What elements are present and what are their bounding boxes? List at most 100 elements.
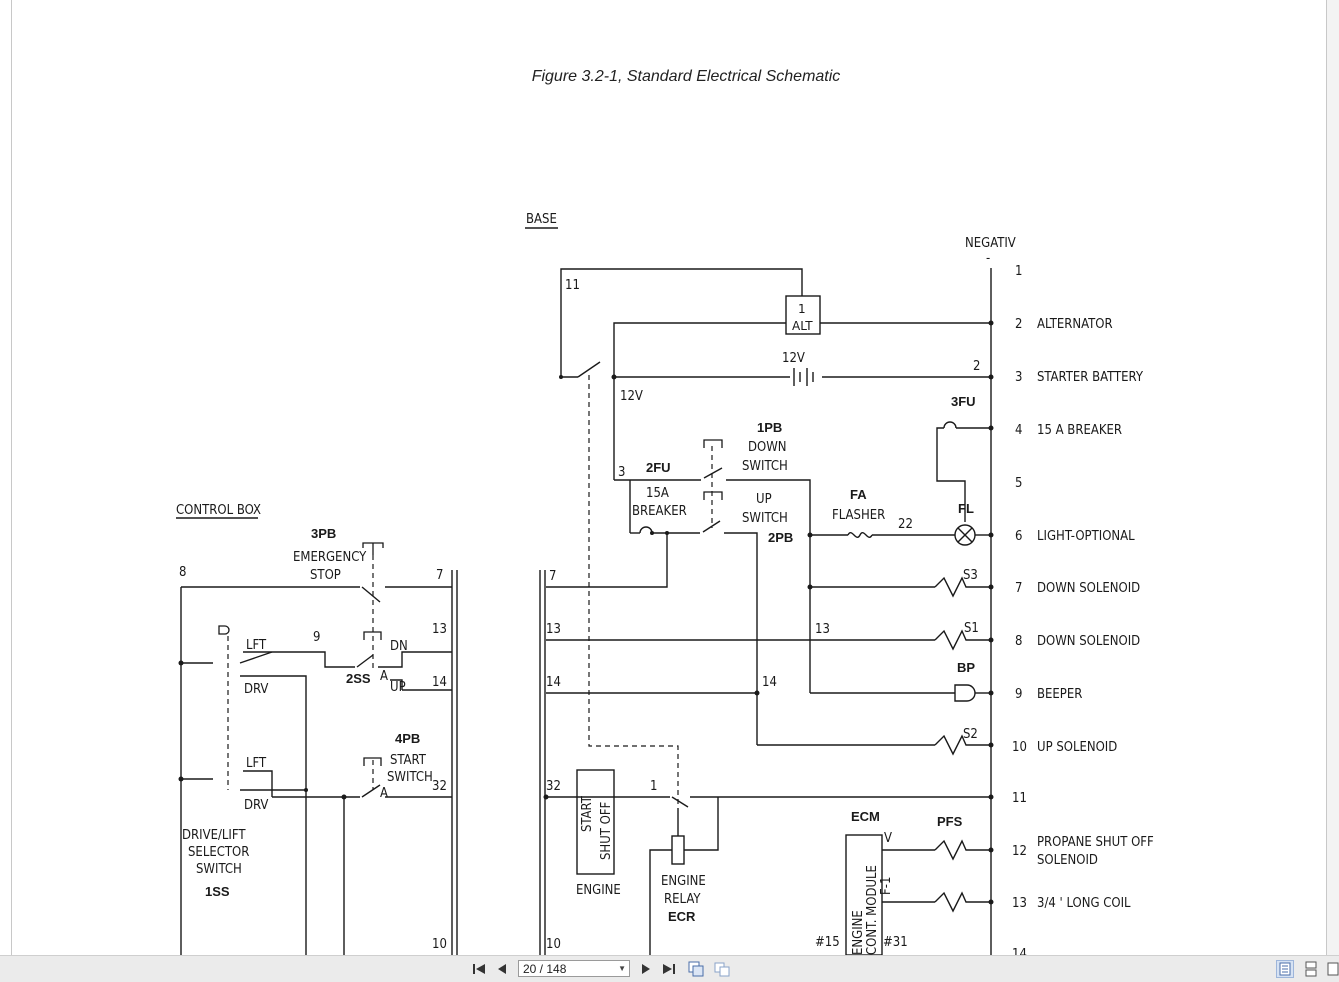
terminal-4-label: 15 A BREAKER xyxy=(1037,423,1122,438)
down-switch-1: DOWN xyxy=(748,440,787,455)
terminal-8-num: 8 xyxy=(1015,634,1022,649)
cb-wire-14: 14 xyxy=(432,675,447,690)
cb-emergency: EMERGENCY xyxy=(293,550,367,565)
previous-page-icon[interactable] xyxy=(494,960,510,978)
pfs-label: PFS xyxy=(937,814,963,829)
wire-11: 11 xyxy=(565,278,580,293)
fl-label: FL xyxy=(958,501,974,516)
cb-wire-13: 13 xyxy=(432,622,447,637)
cb-lft-2: LFT xyxy=(246,756,267,771)
terminal-8-label: DOWN SOLENOID xyxy=(1037,634,1140,649)
s3-label: S3 xyxy=(963,568,978,583)
terminal-2-label: ALTERNATOR xyxy=(1037,317,1113,332)
terminal-4-num: 4 xyxy=(1015,423,1022,438)
negative-label: NEGATIV xyxy=(965,236,1016,251)
ecm-v-mark: V xyxy=(884,831,892,846)
wire-32: 32 xyxy=(546,779,561,794)
ecr-label: ECR xyxy=(668,909,696,924)
terminal-9-label: BEEPER xyxy=(1037,687,1082,702)
electrical-schematic: BASE NEGATIV - 1 2 ALTERNATOR 3 STARTER … xyxy=(176,212,1154,955)
ecm-module-1: ENGINE xyxy=(851,910,866,955)
two-page-icon[interactable] xyxy=(1326,960,1339,978)
terminal-14-num: 14 xyxy=(1012,947,1027,955)
terminal-10-label: UP SOLENOID xyxy=(1037,740,1117,755)
cb-lft-1: LFT xyxy=(246,638,267,653)
base-label: BASE xyxy=(526,212,557,227)
s2-label: S2 xyxy=(963,727,978,742)
start-label: START xyxy=(580,795,595,832)
cb-stop: STOP xyxy=(310,568,341,583)
terminal-7-label: DOWN SOLENOID xyxy=(1037,581,1140,596)
cb-selector-1: DRIVE/LIFT xyxy=(182,828,246,843)
ecm-module-2: CONT. MODULE xyxy=(865,865,880,955)
terminal-13-num: 13 xyxy=(1012,896,1027,911)
engine-relay-2: RELAY xyxy=(664,892,701,907)
first-page-icon[interactable] xyxy=(470,960,488,978)
terminal-12-num: 12 xyxy=(1012,844,1027,859)
terminal-3-num: 3 xyxy=(1015,370,1022,385)
terminal-11-num: 11 xyxy=(1012,791,1027,806)
copy-page-icon[interactable] xyxy=(686,960,706,978)
scroll-gutter[interactable] xyxy=(1327,0,1339,955)
figure-title: Figure 3.2-1, Standard Electrical Schema… xyxy=(531,68,841,85)
pages-icon[interactable] xyxy=(712,960,732,978)
battery-voltage: 12V xyxy=(782,351,805,366)
node-1: 1 xyxy=(650,779,657,794)
continuous-icon[interactable] xyxy=(1302,960,1320,978)
fu2-label: 2FU xyxy=(646,460,671,475)
terminal-12-label-2: SOLENOID xyxy=(1037,853,1098,868)
cb-pb3: 3PB xyxy=(311,526,336,541)
page-number-select[interactable]: 20 / 148 ▼ xyxy=(518,960,630,977)
fuse-3fu: 3FU xyxy=(951,394,976,409)
wire-22: 22 xyxy=(898,517,913,532)
wire-13-mid: 13 xyxy=(815,622,830,637)
fa-label: FA xyxy=(850,487,867,502)
terminal-9-num: 9 xyxy=(1015,687,1022,702)
viewer-toolbar: 20 / 148 ▼ xyxy=(0,955,1339,982)
page-left-border xyxy=(11,0,12,955)
cb-start: START xyxy=(390,753,427,768)
pb1-label: 1PB xyxy=(757,420,782,435)
wire-10: 10 xyxy=(546,937,561,952)
s1-label: S1 xyxy=(964,621,979,636)
cb-2ss: 2SS xyxy=(346,671,371,686)
terminal-12-label: PROPANE SHUT OFF xyxy=(1037,835,1154,850)
terminal-1-num: 1 xyxy=(1015,264,1022,279)
left-12v: 12V xyxy=(620,389,643,404)
cb-a-2: A xyxy=(380,786,388,801)
negative-mark: - xyxy=(986,251,990,266)
cb-a-1: A xyxy=(380,669,388,684)
cb-up: UP xyxy=(390,680,406,695)
cb-wire-32: 32 xyxy=(432,779,447,794)
engine-relay-1: ENGINE xyxy=(661,874,706,889)
breaker-2: BREAKER xyxy=(632,504,687,519)
terminal-6-label: LIGHT-OPTIONAL xyxy=(1037,529,1135,544)
terminal-6-num: 6 xyxy=(1015,529,1022,544)
wire-14-mid: 14 xyxy=(762,675,777,690)
last-page-icon[interactable] xyxy=(660,960,678,978)
single-page-icon[interactable] xyxy=(1276,960,1294,978)
cb-wire-8: 8 xyxy=(179,565,186,580)
ecm-f1: F-1 xyxy=(879,877,894,895)
wire-13-base: 13 xyxy=(546,622,561,637)
wire-7: 7 xyxy=(549,569,556,584)
ecm-label: ECM xyxy=(851,809,880,824)
alt-number: 1 xyxy=(798,302,806,316)
shut-off-label: SHUT OFF xyxy=(599,801,614,860)
bp-label: BP xyxy=(957,660,975,675)
chevron-down-icon: ▼ xyxy=(618,964,626,973)
control-box-label: CONTROL BOX xyxy=(176,503,261,518)
document-page: Figure 3.2-1, Standard Electrical Schema… xyxy=(11,0,1339,955)
wire-14-base: 14 xyxy=(546,675,561,690)
page-number-value: 20 / 148 xyxy=(523,961,567,976)
next-page-icon[interactable] xyxy=(638,960,654,978)
terminal-13-label: 3/4 ' LONG COIL xyxy=(1037,896,1131,911)
up-switch-1: UP xyxy=(756,492,772,507)
breaker-1: 15A xyxy=(646,486,669,501)
terminal-3-label: STARTER BATTERY xyxy=(1037,370,1144,385)
cb-1ss: 1SS xyxy=(205,884,230,899)
cb-switch: SWITCH xyxy=(387,770,433,785)
ecm-note-31: #31 xyxy=(883,935,908,950)
up-switch-2: SWITCH xyxy=(742,511,788,526)
cb-selector-3: SWITCH xyxy=(196,862,242,877)
